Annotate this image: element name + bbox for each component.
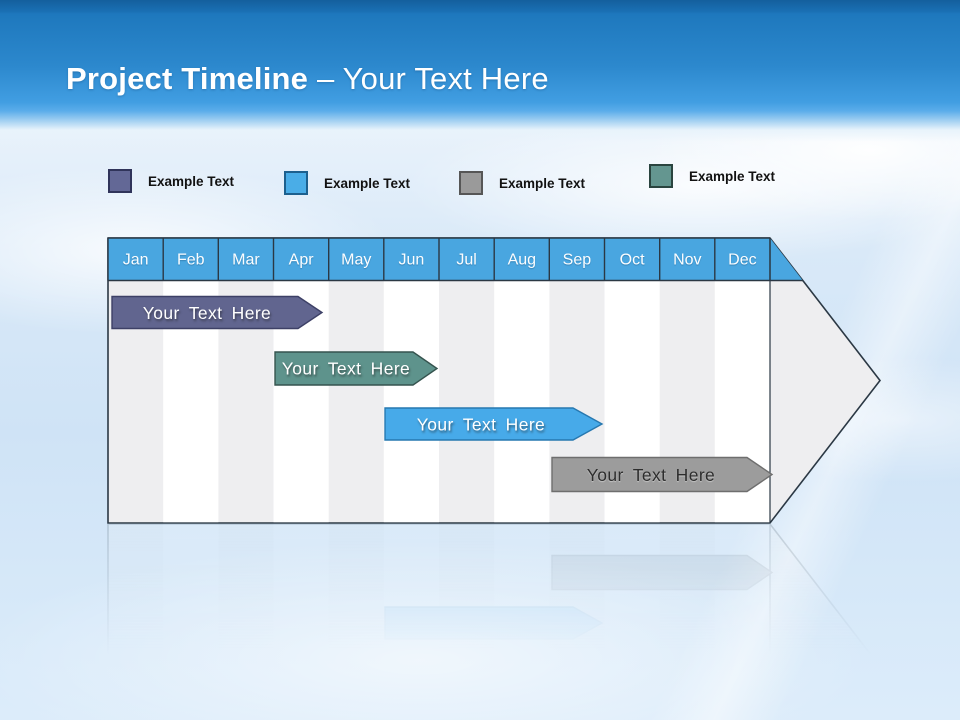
- legend-label: Example Text: [324, 175, 411, 191]
- legend-item-blue: Example Text: [284, 171, 410, 195]
- month-label: Mar: [232, 252, 260, 269]
- legend-item-teal: Example Text: [649, 164, 775, 188]
- month-label: Apr: [289, 252, 315, 269]
- legend-item-gray: Example Text: [459, 171, 585, 195]
- legend-label: Example Text: [148, 173, 235, 189]
- month-label: Jun: [399, 252, 425, 269]
- task-bar-labels: Your Text Here Your Text Here Your Text …: [143, 303, 715, 485]
- month-label: Jul: [456, 252, 476, 269]
- title-main: Project Timeline: [66, 61, 309, 96]
- task-bar-label: Your Text Here: [417, 415, 545, 435]
- month-label: May: [341, 252, 371, 269]
- legend-swatch-gray: [459, 171, 483, 195]
- timeline-reflection: [107, 523, 881, 720]
- month-label: Aug: [508, 252, 536, 269]
- legend-label: Example Text: [689, 168, 776, 184]
- title-subtext: – Your Text Here: [316, 61, 549, 96]
- month-label: Dec: [728, 252, 756, 269]
- task-bar-blue: [384, 407, 604, 441]
- month-label: Sep: [563, 252, 592, 269]
- legend-swatch-purple: [108, 169, 132, 193]
- month-label: Nov: [673, 252, 701, 269]
- month-header-grid: [107, 237, 803, 282]
- legend-swatch-teal: [649, 164, 673, 188]
- task-bar-label: Your Text Here: [143, 303, 271, 323]
- task-bar-label: Your Text Here: [282, 359, 410, 379]
- task-bar-label: Your Text Here: [587, 465, 715, 485]
- month-label: Oct: [620, 252, 645, 269]
- month-labels: Jan Feb Mar Apr May Jun Jul Aug Sep Oct …: [123, 252, 757, 269]
- task-bar-teal: [274, 351, 439, 386]
- task-bar-purple: [111, 295, 324, 330]
- legend-label: Example Text: [499, 175, 586, 191]
- title-bar: Project Timeline – Your Text Here: [0, 0, 960, 146]
- month-header-band: [108, 238, 803, 281]
- legend-item-purple: Example Text: [108, 169, 234, 193]
- legend-swatch-blue: [284, 171, 308, 195]
- month-label: Jan: [123, 252, 149, 269]
- month-label: Feb: [177, 252, 205, 269]
- page-title: Project Timeline – Your Text Here: [66, 60, 549, 99]
- task-bar-gray: [551, 456, 774, 493]
